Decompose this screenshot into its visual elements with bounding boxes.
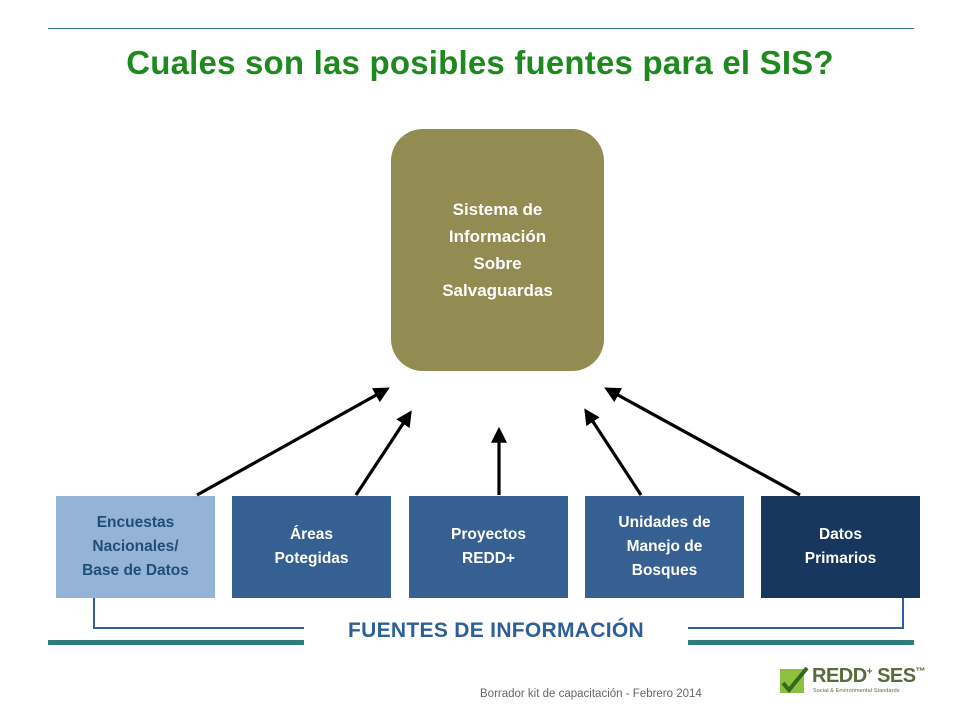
leaf-check-icon bbox=[780, 666, 809, 694]
arrow-datos-to-sis bbox=[604, 387, 801, 497]
source-node-label: Datos Primarios bbox=[804, 526, 877, 567]
source-node-proyectos: Proyectos REDD+ bbox=[409, 496, 568, 598]
bottom-rule-right bbox=[688, 640, 914, 645]
logo-tagline: Social & Environmental Standards bbox=[813, 688, 900, 694]
logo-wordmark: REDD+ SES™ bbox=[812, 665, 926, 687]
source-node-label: Encuestas Nacionales/ Base de Datos bbox=[82, 514, 189, 579]
source-node-areas: Áreas Potegidas bbox=[232, 496, 391, 598]
source-node-label: Unidades de Manejo de Bosques bbox=[618, 514, 711, 579]
source-node-datos: Datos Primarios bbox=[761, 496, 920, 598]
arrow-encuestas-to-sis bbox=[196, 387, 390, 497]
bottom-rule-left bbox=[48, 640, 304, 645]
source-node-encuestas: Encuestas Nacionales/ Base de Datos bbox=[56, 496, 215, 598]
footer-caption: Borrador kit de capacitación - Febrero 2… bbox=[480, 688, 702, 700]
center-node-sis: Sistema de Información Sobre Salvaguarda… bbox=[391, 129, 604, 371]
grouping-bracket-left bbox=[93, 598, 304, 629]
center-node-label: Sistema de Información Sobre Salvaguarda… bbox=[442, 200, 553, 300]
arrow-areas-to-sis bbox=[354, 410, 412, 496]
redd-ses-logo: REDD+ SES™ Social & Environmental Standa… bbox=[779, 664, 926, 700]
arrow-unidades-to-sis bbox=[584, 408, 643, 496]
source-node-label: Áreas Potegidas bbox=[274, 526, 349, 567]
grouping-bracket-right bbox=[688, 598, 904, 629]
fuentes-group-label: FUENTES DE INFORMACIÓN bbox=[348, 619, 644, 642]
slide-title: Cuales son las posibles fuentes para el … bbox=[126, 44, 834, 81]
source-node-label: Proyectos REDD+ bbox=[451, 526, 526, 567]
source-node-unidades: Unidades de Manejo de Bosques bbox=[585, 496, 744, 598]
top-divider bbox=[48, 28, 914, 29]
